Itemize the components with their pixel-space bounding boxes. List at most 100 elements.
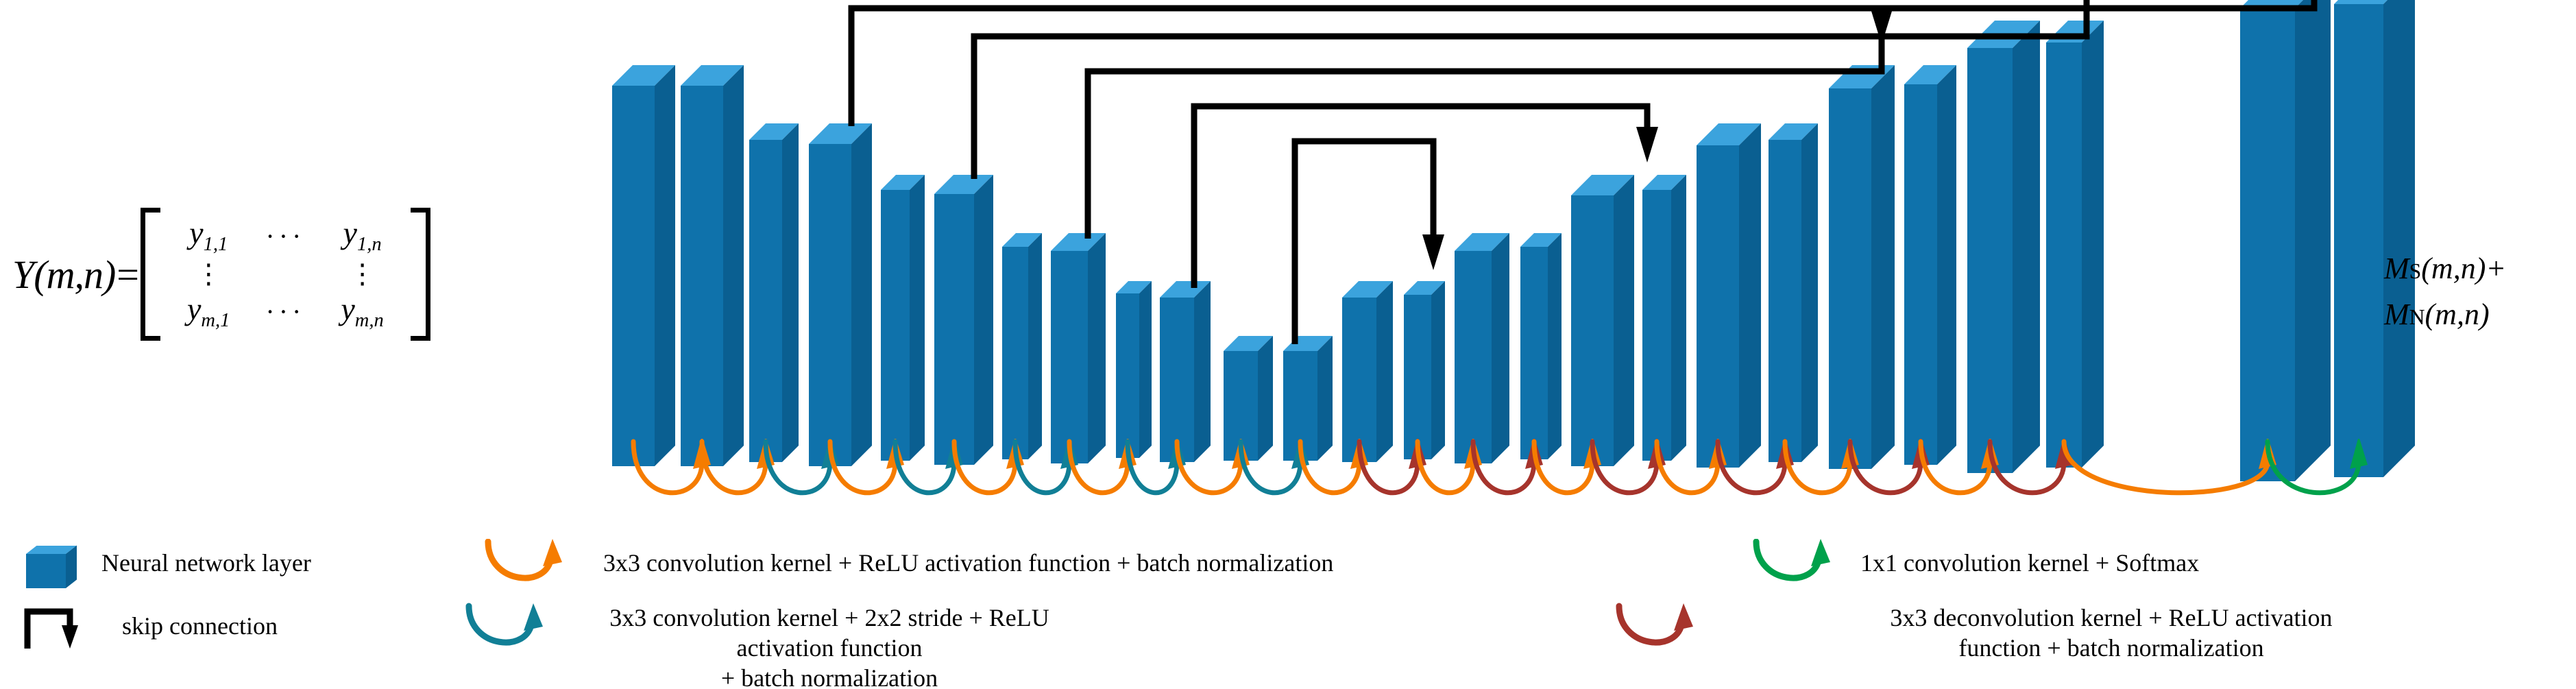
block-front-face: [1404, 295, 1431, 459]
block-top-face: [1116, 281, 1152, 293]
block-top-face: [1160, 281, 1211, 298]
block-side-face: [1088, 233, 1106, 463]
block-front-face: [1283, 351, 1317, 461]
block-top-face: [1051, 233, 1106, 251]
legend-label-conv-stride: 3x3 convolution kernel + 2x2 stride + Re…: [576, 603, 1083, 689]
block-front-face: [1967, 48, 2013, 473]
block-side-face: [1671, 175, 1686, 461]
skip-arrowhead: [1422, 234, 1444, 270]
network-layer-block: [1642, 175, 1686, 461]
network-layer-block: [1160, 281, 1211, 462]
network-layer-block: [612, 65, 675, 466]
operation-arrow-conv: [2061, 439, 2276, 496]
block-front-face: [809, 144, 851, 466]
block-side-face: [1801, 123, 1818, 462]
network-layer-block: [1904, 65, 1956, 465]
block-front-face: [1642, 190, 1671, 461]
legend-label-deconv-l2: function + batch normalization: [1958, 633, 2264, 662]
cube-side-face: [66, 545, 77, 588]
cube-icon: [26, 545, 77, 588]
matrix-vdots-right: ⋮: [348, 258, 376, 289]
block-side-face: [655, 65, 675, 466]
block-side-face: [2295, 0, 2331, 481]
network-layer-block: [681, 65, 744, 466]
block-side-face: [1317, 336, 1333, 461]
network-blocks: [612, 0, 2415, 481]
block-top-face: [1642, 175, 1686, 190]
block-front-face: [1002, 247, 1028, 459]
skip-arrowhead: [2086, 0, 2087, 1]
operation-arrow-deconv: [1987, 439, 2073, 496]
network-layer-block: [1829, 65, 1895, 469]
block-top-face: [934, 175, 993, 194]
matrix-row: y1,1 ··· y1,n: [169, 215, 402, 258]
skip-connection: [1291, 138, 1444, 344]
network-layer-block: [1455, 233, 1509, 463]
network-layer-block: [2334, 0, 2415, 477]
matrix-row: ⋮ ⋮: [169, 258, 402, 291]
block-side-face: [1937, 65, 1956, 465]
legend-label-deconv: 3x3 deconvolution kernel + ReLU activati…: [1721, 603, 2502, 664]
block-side-face: [1431, 281, 1445, 459]
operation-arrow-softmax: [2265, 439, 2368, 496]
skip-arrowhead: [1636, 127, 1658, 162]
skip-connection: [971, 0, 2090, 179]
equals-sign: =: [117, 252, 139, 297]
legend-label-deconv-l1: 3x3 deconvolution kernel + ReLU activati…: [1890, 604, 2333, 631]
arrowhead: [2350, 439, 2368, 469]
block-top-face: [881, 175, 925, 190]
network-layer-block: [1342, 281, 1393, 462]
operation-arrow-conv: [1918, 439, 1999, 496]
block-side-face: [1492, 233, 1509, 463]
block-front-face: [1769, 140, 1801, 462]
network-layer-block: [1051, 233, 1106, 463]
legend-label-layer: Neural network layer: [101, 549, 311, 577]
matrix-cell-1-n: y1,n: [343, 215, 382, 256]
matrix-row: ym,1 ··· ym,n: [169, 291, 402, 334]
block-side-face: [851, 123, 872, 466]
block-top-face: [1697, 123, 1761, 145]
matrix-cell-m-1: ym,1: [187, 291, 230, 332]
block-front-face: [612, 86, 655, 466]
operation-arrow-deconv: [1847, 439, 1930, 496]
operation-arrows: [631, 439, 2368, 496]
block-front-face: [681, 86, 723, 466]
legend-label-conv-stride-l2: + batch normalization: [720, 664, 938, 689]
network-layer-block: [1404, 281, 1445, 459]
block-top-face: [1342, 281, 1393, 298]
orange-arrow-icon: [485, 539, 562, 581]
block-side-face: [2013, 21, 2040, 473]
skip-arrow-icon: [24, 608, 78, 649]
block-front-face: [1160, 298, 1194, 462]
cube-front-face: [26, 554, 66, 588]
block-front-face: [749, 140, 782, 462]
block-top-face: [2334, 0, 2387, 4]
block-front-face: [1116, 293, 1139, 458]
matrix-bracket-left: [141, 208, 160, 341]
block-side-face: [1139, 281, 1152, 458]
output-line-ms: MS(m,n)+: [2384, 252, 2507, 285]
block-front-face: [1520, 247, 1548, 459]
skip-connection: [848, 0, 2318, 126]
block-front-face: [2240, 8, 2295, 481]
darkred-arrow-icon: [1616, 603, 1693, 646]
skip-arrowhead: [1871, 9, 1893, 45]
skip-connections: [848, 0, 2318, 344]
network-layer-block: [1697, 123, 1761, 468]
skip-connection: [1084, 9, 1893, 239]
operation-arrow-conv: [631, 439, 711, 496]
block-front-face: [2334, 4, 2383, 477]
matrix-cell-1-1: y1,1: [189, 215, 228, 256]
legend-label-softmax: 1x1 convolution kernel + Softmax: [1860, 549, 2200, 577]
block-side-face: [2082, 21, 2104, 468]
block-front-face: [1455, 251, 1492, 463]
block-front-face: [1829, 88, 1871, 469]
block-front-face: [881, 190, 910, 461]
output-line-mn: MN(m,n): [2384, 298, 2490, 331]
matrix-hdots-top: ···: [265, 220, 306, 252]
block-top-face: [612, 65, 675, 86]
legend: Neural network layer skip connection 3x3…: [0, 535, 2576, 689]
block-top-face: [1455, 233, 1509, 251]
block-top-face: [1571, 175, 1634, 195]
block-side-face: [910, 175, 925, 461]
